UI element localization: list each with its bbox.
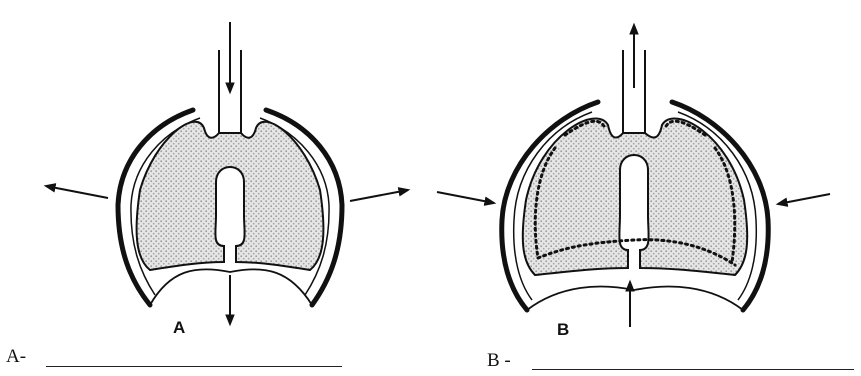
panel-b-label: B [557,320,569,339]
diaphragm-b [527,287,743,310]
panel-b: B [437,25,830,339]
answer-a-line[interactable] [46,366,342,367]
arrow-chest-out-left [46,186,108,198]
lungs-a [137,122,324,270]
arrow-chest-out-right [350,190,408,201]
answer-b-line[interactable] [532,369,854,370]
panel-a: A [46,22,408,337]
arrow-chest-in-left [437,192,494,203]
arrow-chest-in-right [778,194,830,204]
answer-a-prompt: A- [6,346,26,368]
panel-a-label: A [173,318,185,337]
answer-b-prompt: B - [487,350,511,372]
